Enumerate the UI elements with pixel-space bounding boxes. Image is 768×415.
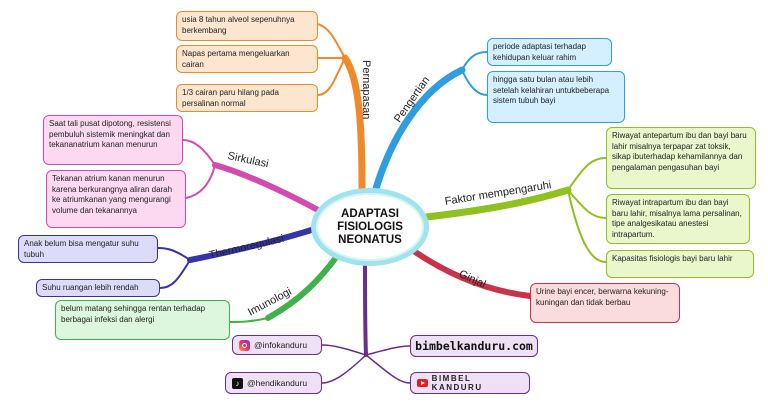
node-pengertian-1: periode adaptasi terhadap kehidupan kelu…	[487, 38, 612, 66]
website-badge[interactable]: bimbelkanduru.com	[410, 335, 538, 357]
node-thermo-2: Suhu ruangan lebih rendah	[36, 279, 160, 297]
central-topic: ADAPTASI FISIOLOGIS NEONATUS	[311, 188, 429, 266]
instagram-handle: @infokanduru	[254, 340, 308, 350]
social-tiktok[interactable]: ♪ @hendikanduru	[225, 372, 322, 394]
center-line-3: NEONATUS	[338, 233, 402, 246]
node-pengertian-2: hingga satu bulan atau lebih setelah kel…	[487, 71, 625, 123]
node-thermo-1: Anak belum bisa mengatur suhu tubuh	[18, 235, 158, 263]
node-pernapasan-3: 1/3 cairan paru hilang pada persalinan n…	[176, 84, 318, 112]
branch-label-pernapasan: Pernapasan	[360, 60, 372, 120]
social-youtube[interactable]: BIMBEL KANDURU	[410, 372, 530, 394]
node-pernapasan-2: Napas pertama mengeluarkan cairan	[176, 45, 318, 73]
instagram-icon	[239, 339, 250, 351]
node-pernapasan-1: usia 8 tahun alveol sepenuhnya berkemban…	[176, 11, 318, 41]
node-faktor-2: Riwayat intrapartum ibu dan bayi baru la…	[606, 194, 750, 244]
youtube-icon	[417, 379, 428, 387]
social-instagram[interactable]: @infokanduru	[232, 335, 322, 355]
youtube-channel: BIMBEL KANDURU	[431, 374, 483, 392]
tiktok-handle: @hendikanduru	[247, 378, 308, 388]
node-imunologi-1: belum matang sehingga rentan terhadap be…	[55, 300, 230, 340]
node-sirkulasi-2: Tekanan atrium kanan menurun karena berk…	[46, 170, 186, 228]
node-sirkulasi-1: Saat tali pusat dipotong, resistensi pem…	[43, 115, 183, 165]
website-label: bimbelkanduru.com	[415, 339, 533, 353]
node-ginjal-1: Urine bayi encer, berwarna kekuning-kuni…	[530, 283, 680, 323]
tiktok-icon: ♪	[232, 377, 243, 389]
node-faktor-3: Kapasitas fisiologis bayi baru lahir	[606, 250, 754, 278]
center-line-1: ADAPTASI	[341, 207, 399, 220]
center-line-2: FISIOLOGIS	[337, 220, 403, 233]
node-faktor-1: Riwayat antepartum ibu dan bayi baru lah…	[606, 127, 756, 189]
